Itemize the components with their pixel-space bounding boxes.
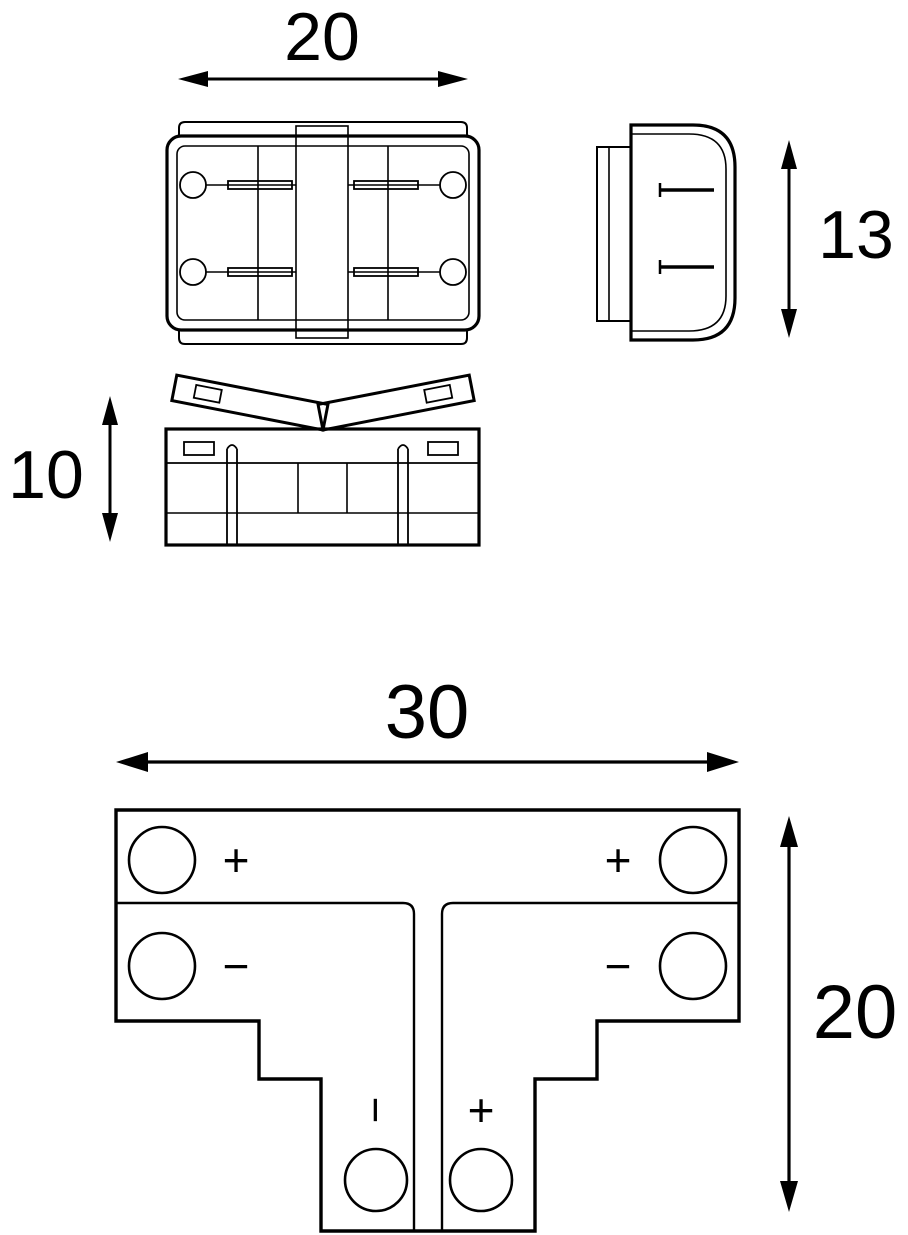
polarity-minus-right-bottom: −: [605, 940, 632, 992]
dimension-label-10: 10: [8, 437, 84, 513]
solder-hole: [439, 258, 467, 286]
contact-window: [183, 441, 215, 456]
arrowhead-up-icon: [102, 396, 118, 425]
pin-clip: [397, 444, 409, 544]
solder-hole: [179, 258, 207, 286]
dimension-label-20-right: 20: [813, 970, 898, 1055]
open-body-outline: [164, 427, 481, 547]
polarity-minus-stem-left: −: [350, 1097, 402, 1124]
dimension-label-30: 30: [385, 670, 470, 755]
solder-pad: [658, 931, 728, 1001]
lid-outline: [629, 123, 737, 342]
solder-hole: [439, 171, 467, 199]
arrowhead-down-icon: [780, 1181, 798, 1212]
solder-pad: [127, 931, 197, 1001]
arrowhead-up-icon: [780, 816, 798, 847]
polarity-plus-left-top: +: [223, 834, 250, 886]
pin-contact: [227, 180, 293, 190]
solder-pad: [343, 1147, 409, 1213]
solder-pad: [448, 1147, 514, 1213]
solder-pad: [127, 825, 197, 895]
flap-slot: [423, 383, 454, 404]
pin-contact: [353, 267, 419, 277]
right-flap: [316, 373, 476, 432]
t-connector-board: + − + − − +: [114, 808, 741, 1233]
contact-window: [427, 441, 459, 456]
pin-contact: [227, 267, 293, 277]
lid-inner-outline: [631, 133, 727, 332]
copper-separation-left: [116, 901, 416, 1231]
arrowhead-left-icon: [178, 71, 208, 87]
solder-hole: [179, 171, 207, 199]
arrowhead-left-icon: [116, 752, 148, 772]
polarity-plus-right-top: +: [605, 834, 632, 886]
dimension-height-10: 10: [8, 396, 118, 542]
body-inner-outline: [176, 145, 470, 321]
polarity-minus-left-bottom: −: [223, 940, 250, 992]
copper-separation-right: [440, 901, 739, 1231]
dimension-height-20: 20: [780, 816, 897, 1212]
arrowhead-down-icon: [781, 309, 797, 338]
back-plate: [596, 146, 632, 322]
dimension-label-13: 13: [818, 197, 894, 273]
top-view-connector: [165, 121, 481, 345]
t-outline: [114, 808, 741, 1233]
polarity-plus-stem-right: +: [468, 1084, 495, 1136]
body-outline: [165, 134, 481, 332]
pin-clip: [226, 444, 238, 544]
center-latch: [295, 125, 349, 339]
arrowhead-right-icon: [438, 71, 468, 87]
arrowhead-down-icon: [102, 513, 118, 542]
dimension-width-20: 20: [178, 0, 468, 87]
dimension-width-30: 30: [116, 670, 739, 772]
flap-outline: [170, 373, 330, 432]
flap-slot: [192, 383, 223, 404]
bottom-lip: [178, 329, 468, 345]
pin-contact: [353, 180, 419, 190]
dimension-height-13: 13: [781, 140, 894, 338]
dimension-label-20-top: 20: [284, 0, 360, 75]
solder-pad: [658, 825, 728, 895]
left-flap: [170, 373, 330, 432]
open-lid-view-connector: [164, 373, 481, 547]
side-view-connector: [596, 123, 737, 342]
arrowhead-right-icon: [707, 752, 739, 772]
arrowhead-up-icon: [781, 140, 797, 169]
flap-outline: [316, 373, 476, 432]
top-lip: [178, 121, 468, 137]
